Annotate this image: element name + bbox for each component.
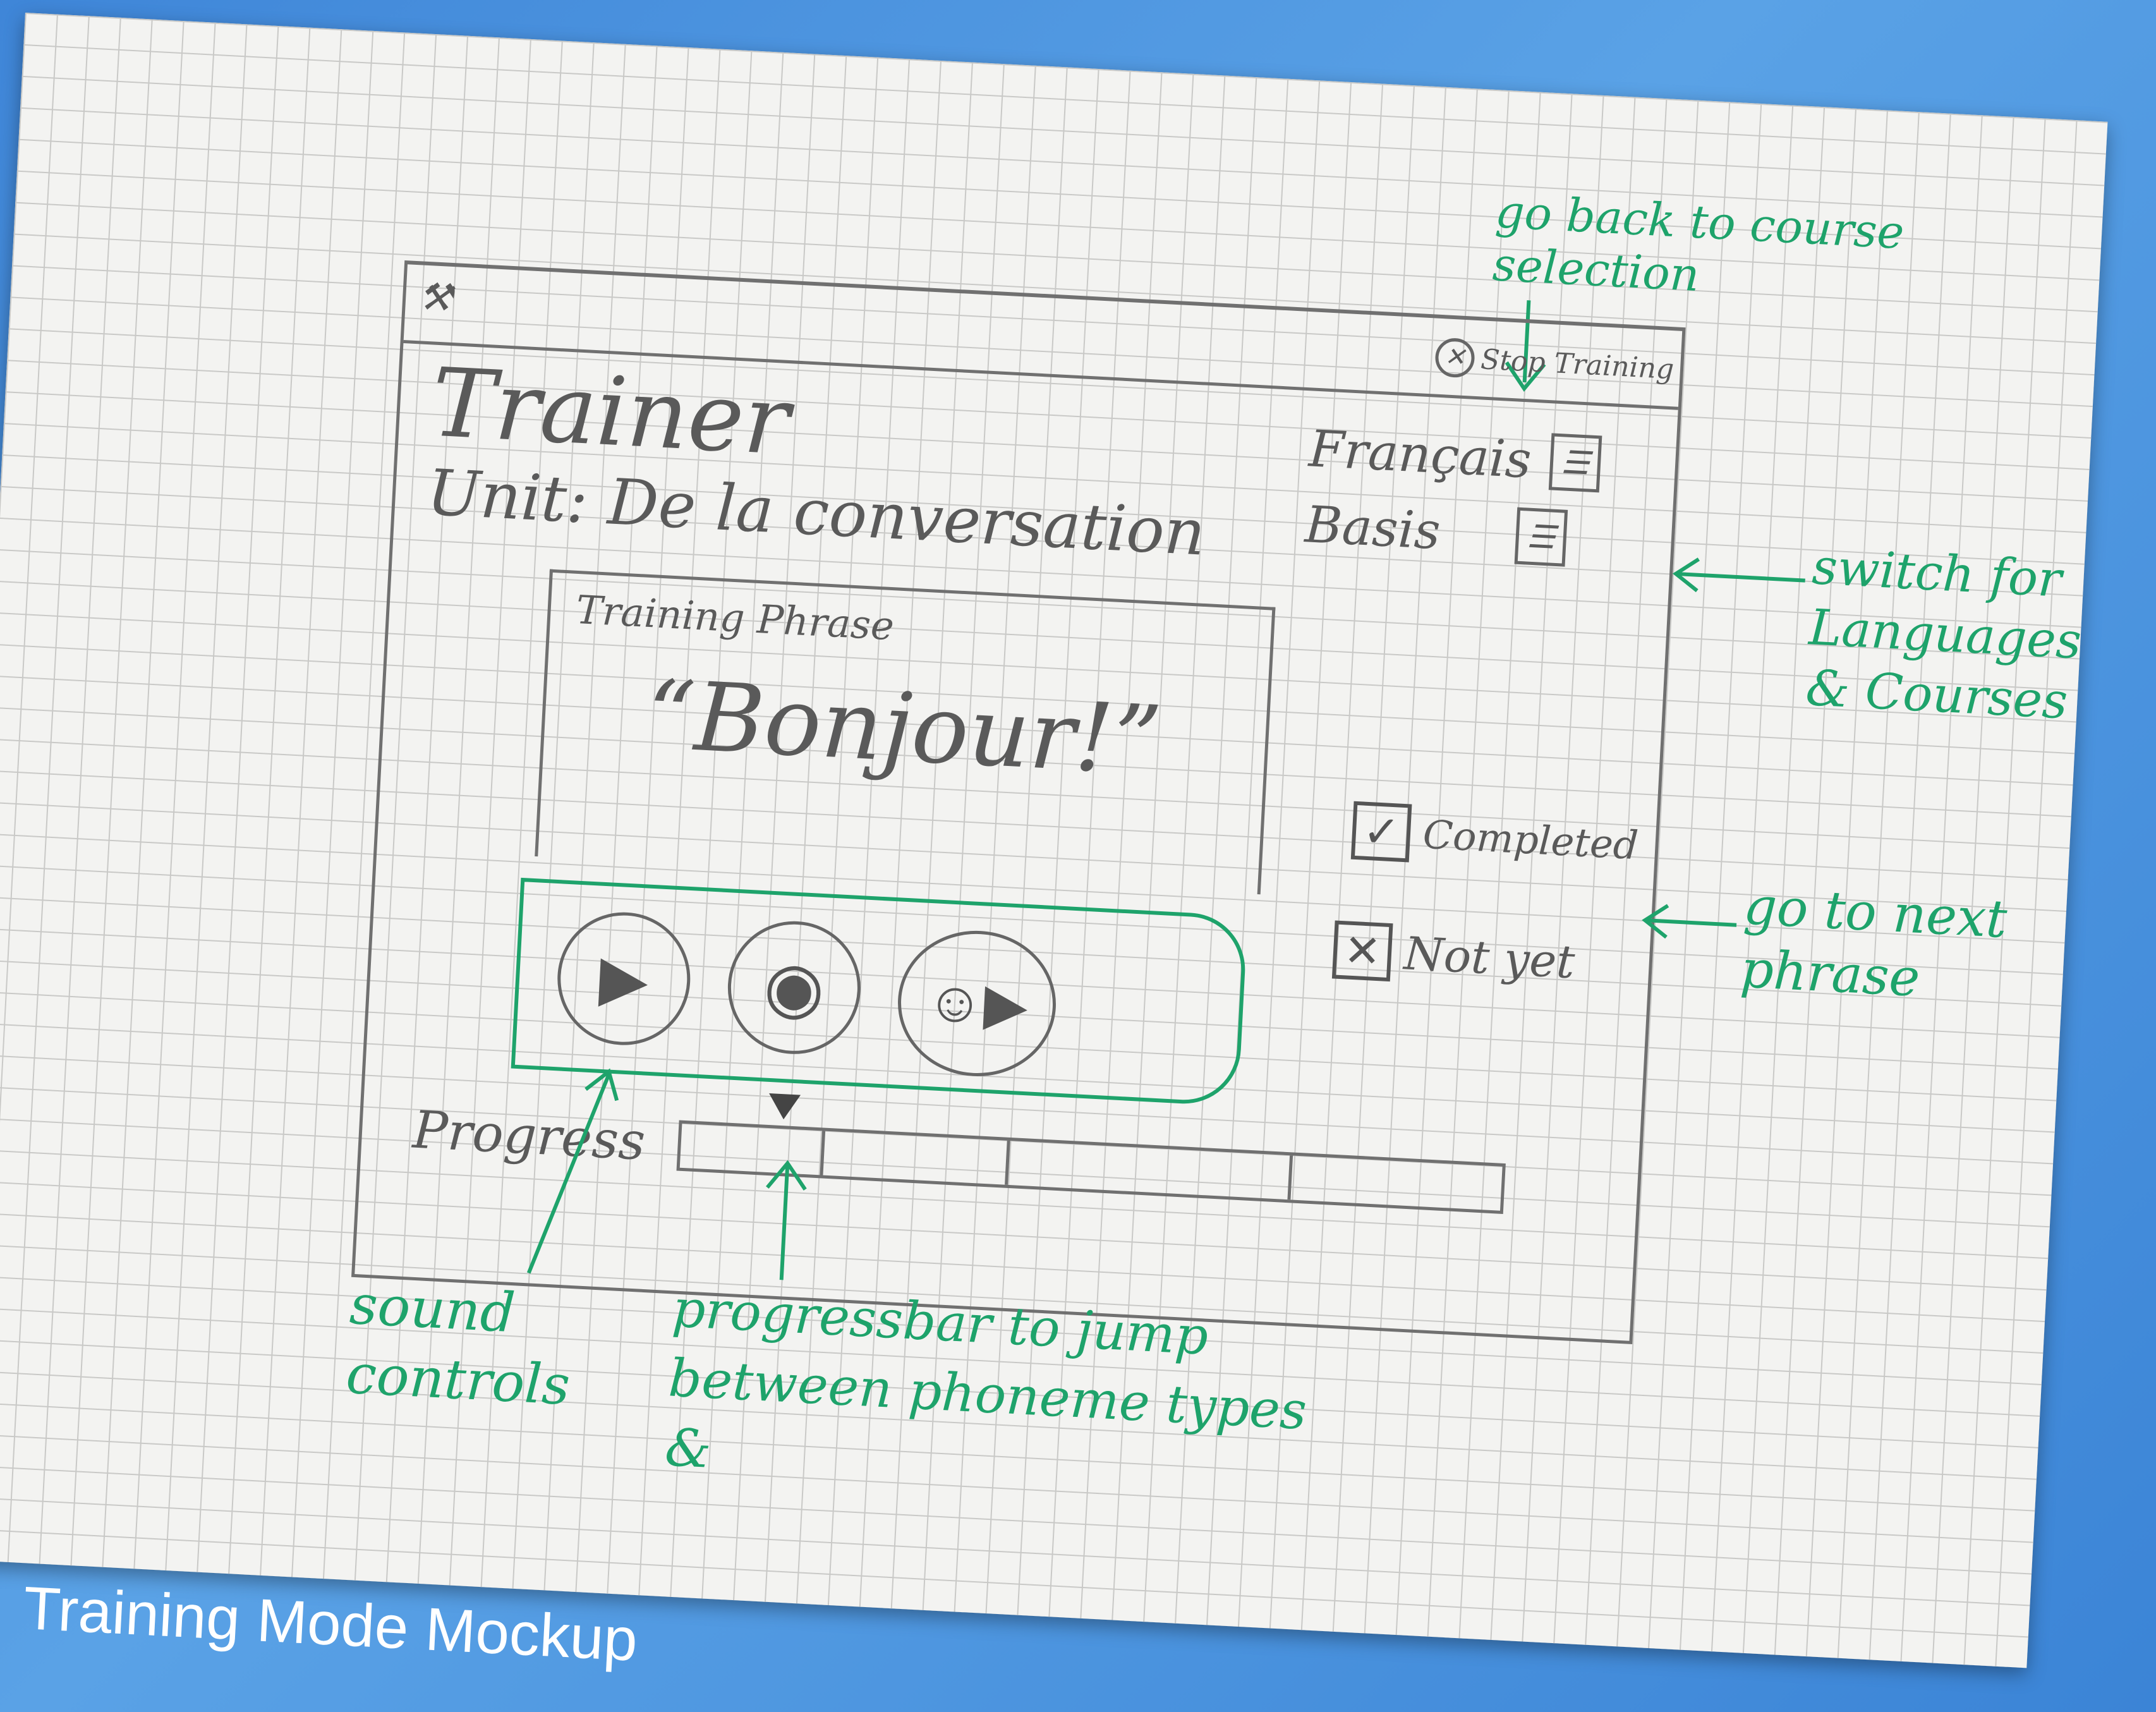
completed-label: Completed [1422, 811, 1640, 868]
completed-button[interactable]: ✓ Completed [1350, 801, 1640, 875]
language-value: Français [1307, 419, 1533, 490]
arrow-down-icon [1505, 300, 1546, 392]
arrow-up-icon [766, 1160, 807, 1280]
app-title: Trainer [429, 348, 792, 477]
language-switch[interactable]: Français ☰ [1307, 419, 1602, 493]
list-icon: ☰ [1548, 432, 1602, 492]
course-value: Basis [1303, 495, 1442, 561]
not-yet-button[interactable]: ✕ Not yet [1331, 920, 1577, 991]
wrench-icon: ⚒ [417, 274, 454, 320]
stop-training-button[interactable]: ✕ Stop Training [1434, 337, 1675, 389]
arrow-left-icon [1642, 904, 1737, 939]
checkmark-icon: ✓ [1350, 801, 1412, 863]
arrow-left-icon [1672, 557, 1805, 593]
progress-marker-icon[interactable] [768, 1093, 801, 1120]
record-icon[interactable]: ◉ [724, 918, 864, 1058]
annotation-back: go back to course selection [1491, 185, 1906, 302]
stop-training-label: Stop Training [1480, 343, 1675, 386]
annotation-sound: sound controls [344, 1273, 572, 1418]
close-icon: ✕ [1434, 337, 1476, 379]
unit-value: De la conversation [606, 464, 1208, 570]
arrow-up-icon [526, 1068, 619, 1274]
play-user-recording-icon[interactable]: ☺▶ [894, 926, 1060, 1081]
progress-segment[interactable] [1290, 1155, 1503, 1210]
unit-heading: Unit: De la conversation [425, 455, 1207, 569]
annotation-next: go to next phrase [1739, 876, 2009, 1009]
sketch-paper: go back to course selection ⚒ ✕ Stop Tra… [0, 13, 2108, 1668]
phrase-panel: Training Phrase “Bonjour!” [535, 569, 1276, 895]
not-yet-label: Not yet [1402, 926, 1577, 989]
cross-icon: ✕ [1331, 920, 1393, 982]
training-phrase: “Bonjour!” [643, 660, 1165, 797]
annotation-switch: switch for Languages & Courses [1804, 538, 2083, 731]
play-icon[interactable]: ▶ [554, 909, 694, 1049]
progress-segment[interactable] [1007, 1141, 1293, 1200]
course-switch[interactable]: Basis ☰ [1304, 495, 1568, 568]
progress-segment[interactable] [823, 1131, 1010, 1185]
annotation-progressbar: progressbar to jump between phoneme type… [663, 1278, 1309, 1480]
phrase-heading: Training Phrase [574, 586, 895, 650]
list-icon: ☰ [1514, 507, 1568, 567]
unit-label: Unit: [425, 455, 590, 538]
